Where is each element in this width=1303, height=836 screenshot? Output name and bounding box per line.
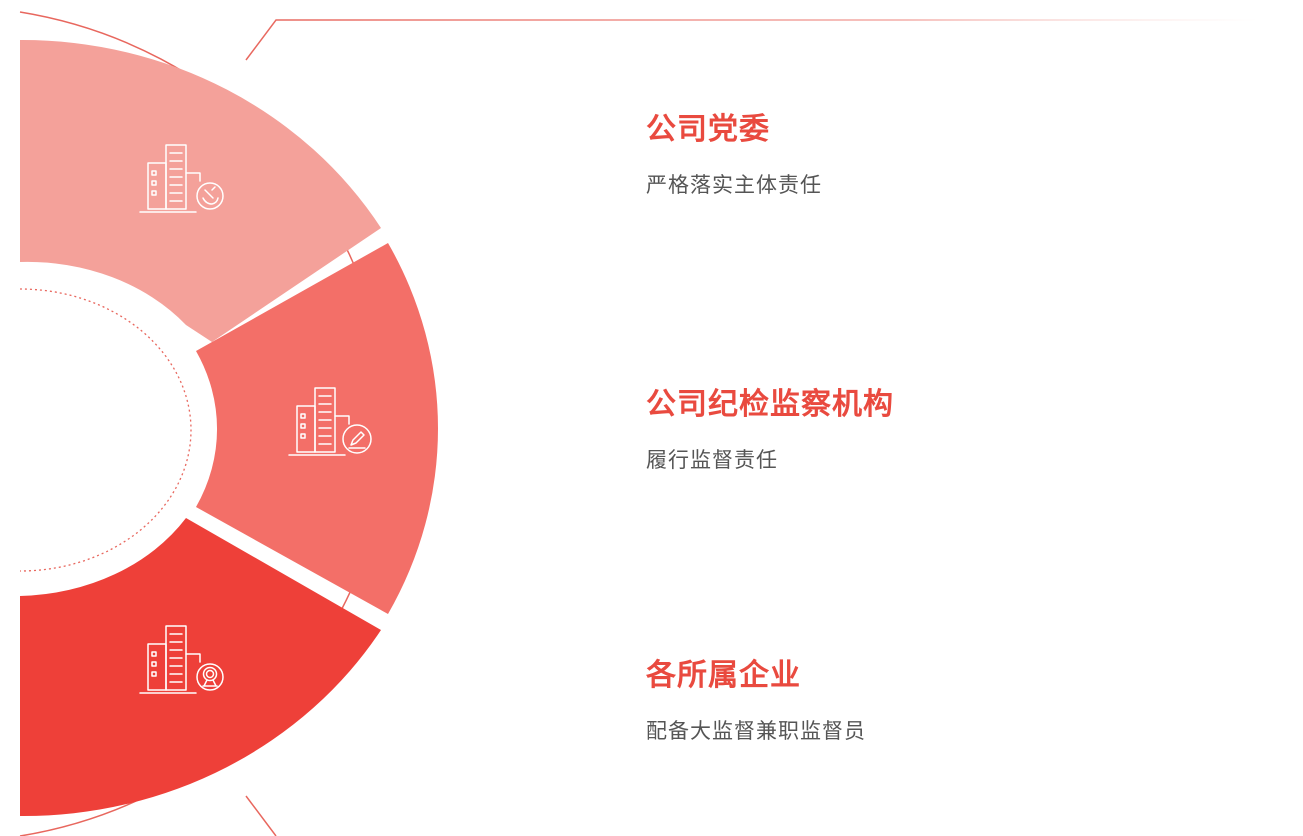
- item-discipline-inspection: 公司纪检监察机构 履行监督责任: [646, 390, 894, 471]
- item-description: 配备大监督兼职监督员: [646, 719, 866, 743]
- item-subsidiaries: 各所属企业 配备大监督兼职监督员: [646, 661, 866, 742]
- building-with-pen-icon: [288, 387, 372, 456]
- segment-middle: [196, 243, 439, 614]
- inner-dotted-arc: [19, 288, 192, 572]
- item-description: 履行监督责任: [646, 448, 778, 472]
- segment-bottom: [20, 518, 381, 817]
- bottom-connector-line: [245, 795, 277, 836]
- building-with-person-icon: [139, 625, 224, 694]
- segment-top: [20, 39, 381, 342]
- item-description: 严格落实主体责任: [646, 173, 822, 197]
- item-title: 公司党委: [646, 112, 770, 147]
- item-title: 各所属企业: [646, 658, 801, 693]
- top-connector-line: [245, 19, 1260, 61]
- item-title: 公司纪检监察机构: [646, 387, 894, 422]
- building-with-party-emblem-icon: [139, 144, 224, 213]
- item-party-committee: 公司党委 严格落实主体责任: [646, 115, 822, 196]
